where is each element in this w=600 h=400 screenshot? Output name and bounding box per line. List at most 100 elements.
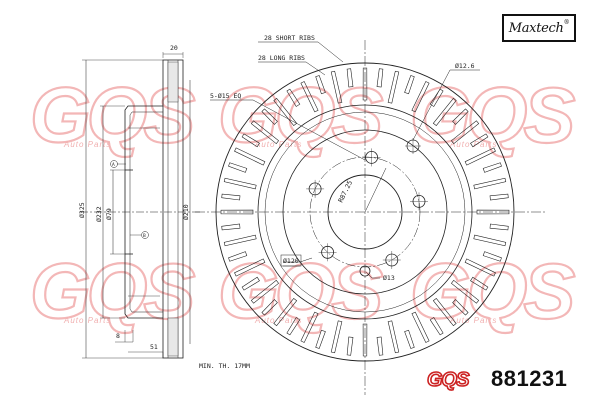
short-rib <box>452 108 469 125</box>
short-rib <box>429 317 444 336</box>
marker-b-label: B <box>143 233 146 239</box>
short-rib <box>346 336 354 356</box>
hub-outline <box>124 105 163 319</box>
long-rib <box>330 320 343 354</box>
bolt-holes-label: 5-Ø15 EQ <box>210 92 241 100</box>
watermark-tagline: Auto Parts <box>254 140 302 149</box>
bolt-circle <box>309 156 421 268</box>
short-rib <box>228 251 248 262</box>
short-rib <box>404 75 415 95</box>
short-rib <box>261 108 278 125</box>
short-rib <box>429 88 444 107</box>
long-rib <box>223 234 257 247</box>
long-rib <box>273 97 298 127</box>
dim-232-label: Ø232 <box>95 206 103 222</box>
short-rib <box>376 68 384 88</box>
short-rib <box>404 329 415 349</box>
long-rib <box>411 311 430 343</box>
long-rib <box>220 209 254 215</box>
long-rib <box>450 279 480 304</box>
long-rib <box>387 70 400 104</box>
long-rib <box>432 97 457 127</box>
short-rib <box>452 299 469 316</box>
watermark-tagline: Auto Parts <box>449 316 497 325</box>
brand-logo: Maxtech ® <box>502 14 576 42</box>
dim-20-label: 20 <box>170 44 178 52</box>
friction-ring <box>162 59 184 359</box>
watermark-layer: GQS GQS GQS GQS GQS GQS Auto Parts Auto … <box>29 70 581 336</box>
watermark-tagline: Auto Parts <box>449 140 497 149</box>
center-bore <box>327 174 403 250</box>
brand-registered-mark: ® <box>563 19 570 26</box>
short-ribs-label: 28 SHORT RIBS <box>264 34 315 42</box>
dim-8-label: 8 <box>116 332 120 340</box>
short-rib <box>286 317 301 336</box>
short-rib <box>489 223 509 231</box>
short-rib <box>376 336 384 356</box>
watermark-tagline: Auto Parts <box>254 316 302 325</box>
watermark-logo: GQS <box>218 71 383 159</box>
short-rib <box>315 329 326 349</box>
hat-outline <box>282 129 448 295</box>
long-rib <box>450 120 480 145</box>
hole-12-6-label: Ø12.6 <box>455 62 475 70</box>
marker-b-circle <box>141 231 149 239</box>
center-hole-label: Ø13 <box>383 274 395 282</box>
small-hole <box>359 265 371 277</box>
outer-rim <box>215 62 515 362</box>
dim-210-label: Ø210 <box>182 204 190 220</box>
long-rib <box>234 147 266 166</box>
watermark-logo: GQS <box>410 71 575 159</box>
watermark-tagline: Auto Parts <box>63 140 111 149</box>
long-rib <box>273 297 298 327</box>
short-rib <box>221 193 241 201</box>
long-rib <box>473 234 507 247</box>
short-rib <box>315 75 326 95</box>
long-rib <box>387 320 400 354</box>
long-rib <box>362 67 368 101</box>
long-rib <box>411 81 430 113</box>
short-rib <box>482 251 502 262</box>
long-rib <box>464 147 496 166</box>
part-number: 881231 <box>491 366 568 391</box>
long-rib <box>362 323 368 357</box>
dim-79-label: Ø79 <box>105 208 113 220</box>
short-rib <box>470 276 489 291</box>
long-rib <box>476 209 510 215</box>
marker-a-label: A <box>112 162 115 168</box>
long-rib <box>473 177 507 190</box>
short-rib <box>261 299 278 316</box>
short-rib <box>286 88 301 107</box>
short-rib <box>482 162 502 173</box>
long-rib <box>300 81 319 113</box>
watermark-tagline: Auto Parts <box>63 316 111 325</box>
long-rib <box>250 120 280 145</box>
short-rib <box>489 193 509 201</box>
long-rib <box>432 297 457 327</box>
min-thickness-label: MIN. TH. 17MM <box>199 362 250 370</box>
long-rib <box>234 258 266 277</box>
short-rib <box>241 276 260 291</box>
long-rib <box>250 279 280 304</box>
dim-51-label: 51 <box>150 343 158 351</box>
front-view <box>195 40 545 395</box>
gqs-small-logo: GQS <box>426 368 472 392</box>
short-rib <box>228 162 248 173</box>
short-rib <box>221 223 241 231</box>
vent-ribs <box>220 67 510 357</box>
inner-friction-edge <box>257 104 473 320</box>
short-rib <box>241 133 260 148</box>
short-rib <box>346 68 354 88</box>
brand-name: Maxtech <box>508 20 564 36</box>
long-rib <box>223 177 257 190</box>
dim-325-label: Ø325 <box>78 202 86 218</box>
small-logo-text: GQS <box>427 369 470 391</box>
pcd-label: Ø120 <box>283 257 299 265</box>
section-dimension-labels: 20 Ø325 Ø232 Ø79 Ø210 8 51 A B <box>78 44 190 351</box>
bolt-circle-label: R87.25 <box>337 179 355 204</box>
long-rib <box>330 70 343 104</box>
long-ribs-label: 28 LONG RIBS <box>258 54 305 62</box>
short-rib <box>470 133 489 148</box>
